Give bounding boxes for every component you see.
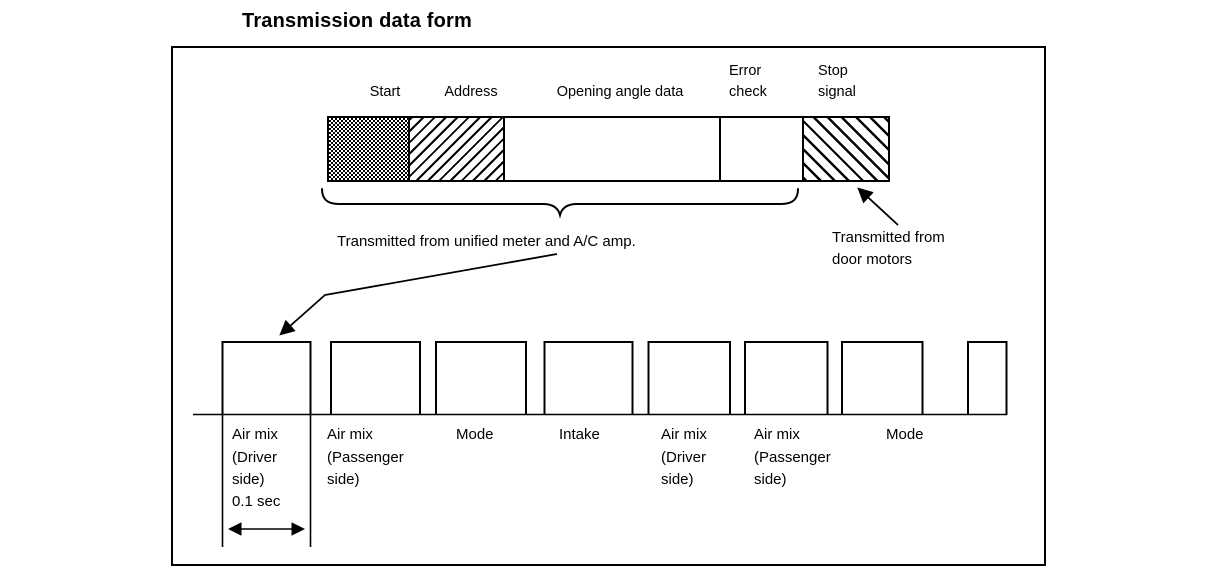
door-source-note: Transmitted from door motors xyxy=(832,229,945,268)
segment-opening-angle-data xyxy=(503,118,719,180)
segment-error-check xyxy=(719,118,802,180)
segment-label-stop-signal: Stop signal xyxy=(818,63,856,100)
pulse-label-air-mix-driver-1: Air mix (Driver side) xyxy=(232,426,278,488)
segment-address xyxy=(408,118,503,180)
timing-label: 0.1 sec xyxy=(232,493,281,510)
pulse-label-mode-1: Mode xyxy=(456,426,494,443)
meter-source-note: Transmitted from unified meter and A/C a… xyxy=(337,233,636,250)
segment-label-start: Start xyxy=(369,84,401,100)
segment-start xyxy=(329,118,408,180)
segment-label-address: Address xyxy=(444,84,498,100)
segment-label-error-check: Error check xyxy=(729,63,767,100)
segment-stop-signal xyxy=(802,118,888,180)
pulse-label-air-mix-passenger-1: Air mix (Passenger side) xyxy=(327,426,404,488)
pulse-label-air-mix-passenger-2: Air mix (Passenger side) xyxy=(754,426,831,488)
segment-label-opening-angle-data: Opening angle data xyxy=(556,84,684,100)
pulse-label-intake: Intake xyxy=(559,426,600,443)
pulse-label-mode-2: Mode xyxy=(886,426,924,443)
page-title: Transmission data form xyxy=(242,10,473,32)
data-frame-bar xyxy=(327,116,890,182)
pulse-label-air-mix-driver-2: Air mix (Driver side) xyxy=(661,426,707,488)
